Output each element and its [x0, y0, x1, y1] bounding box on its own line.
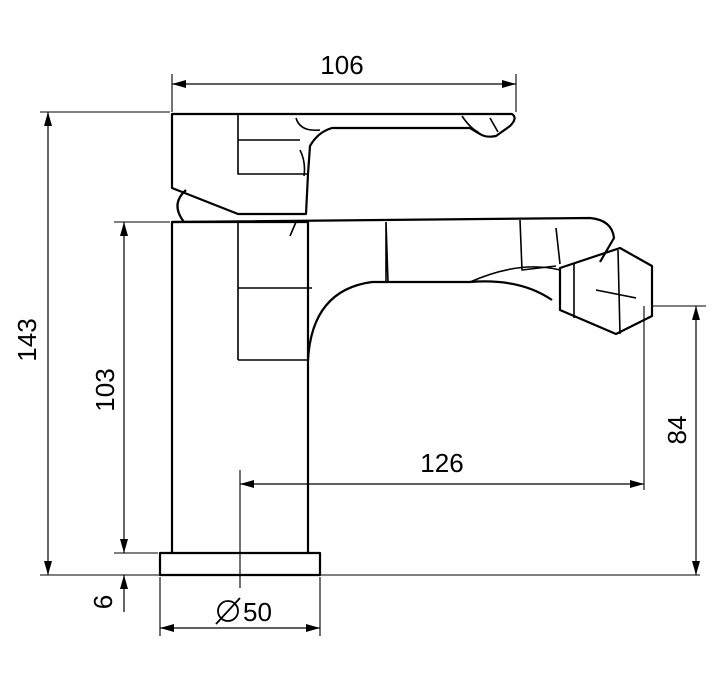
dimension-nozzle-height: 84: [652, 305, 706, 575]
base-diameter-value: 50: [243, 597, 272, 627]
faucet-outline: [158, 112, 654, 577]
spout-inner-lines: [237, 219, 561, 361]
base-thickness-value: 6: [88, 595, 118, 609]
dimension-base-diameter: 50: [159, 577, 321, 636]
handle-inner: [237, 114, 499, 177]
spout-top: [171, 216, 616, 263]
spout-bottom: [306, 280, 553, 361]
body-height-value: 103: [90, 368, 120, 411]
handle: [170, 112, 516, 216]
dimension-spout-reach: 126: [239, 306, 645, 588]
nozzle-height-value: 84: [662, 416, 692, 445]
spout-reach-value: 126: [420, 448, 463, 478]
dimension-body-height: 103: [90, 221, 170, 554]
nozzle-head: [558, 246, 654, 336]
handle-width-value: 106: [320, 50, 363, 80]
dimension-base-thickness: 6: [88, 574, 158, 612]
dimension-handle-width: 106: [171, 50, 517, 112]
total-height-value: 143: [12, 318, 42, 361]
diameter-icon: [215, 597, 241, 625]
dimension-total-height: 143: [12, 111, 700, 576]
cartridge: [176, 189, 187, 223]
